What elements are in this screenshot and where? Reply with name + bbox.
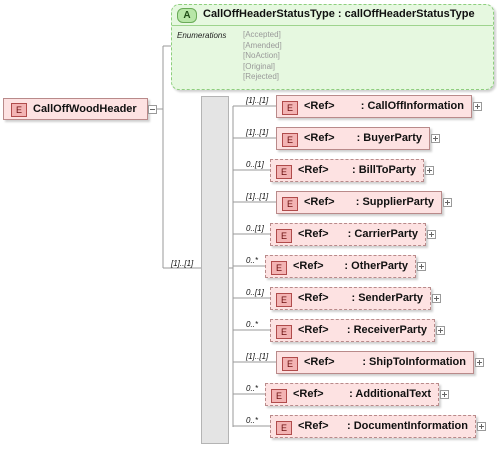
child-element-name: : BillToParty bbox=[352, 164, 416, 176]
element-badge: E bbox=[282, 101, 298, 115]
element-badge: E bbox=[276, 325, 292, 339]
ref-tag: <Ref> bbox=[304, 132, 335, 144]
child-element[interactable]: E <Ref> : ReceiverParty bbox=[270, 319, 435, 342]
expand-icon[interactable] bbox=[431, 134, 440, 143]
element-badge: E bbox=[276, 293, 292, 307]
enum-value: [Rejected] bbox=[243, 72, 280, 81]
ref-tag: <Ref> bbox=[293, 388, 324, 400]
expand-icon[interactable] bbox=[443, 198, 452, 207]
child-element[interactable]: E <Ref> : ShipToInformation bbox=[276, 351, 474, 374]
expand-icon[interactable] bbox=[417, 262, 426, 271]
expand-icon[interactable] bbox=[432, 294, 441, 303]
attribute-panel: A CallOffHeaderStatusType : callOffHeade… bbox=[171, 4, 494, 90]
expand-icon[interactable] bbox=[475, 358, 484, 367]
occurrence-label: [1]..[1] bbox=[246, 352, 269, 361]
element-badge: E bbox=[276, 421, 292, 435]
element-badge: E bbox=[271, 261, 287, 275]
child-element-name: : SupplierParty bbox=[355, 196, 434, 208]
ref-tag: <Ref> bbox=[298, 420, 329, 432]
element-badge: E bbox=[282, 197, 298, 211]
attribute-badge: A bbox=[177, 8, 197, 23]
child-element-name: : ReceiverParty bbox=[346, 324, 427, 336]
enum-value: [Original] bbox=[243, 61, 276, 71]
attribute-title[interactable]: CallOffHeaderStatusType : callOffHeaderS… bbox=[203, 8, 475, 20]
expand-icon[interactable] bbox=[425, 166, 434, 175]
occurrence-label: 0..* bbox=[246, 416, 259, 425]
ref-tag: <Ref> bbox=[298, 324, 329, 336]
element-badge: E bbox=[276, 229, 292, 243]
ref-tag: <Ref> bbox=[304, 196, 335, 208]
enum-value: [Amended] bbox=[243, 40, 282, 50]
root-element[interactable]: E CallOffWoodHeader bbox=[3, 98, 148, 120]
child-element[interactable]: E <Ref> : DocumentInformation bbox=[270, 415, 476, 438]
collapse-icon[interactable] bbox=[148, 105, 157, 114]
element-badge: E bbox=[282, 133, 298, 147]
child-element-name: : AdditionalText bbox=[349, 388, 431, 400]
attribute-header: A CallOffHeaderStatusType : callOffHeade… bbox=[172, 5, 493, 26]
enumerations-list: [Accepted] [Amended] [NoAction] [Origina… bbox=[243, 30, 282, 83]
child-element-name: : ShipToInformation bbox=[362, 356, 466, 368]
occurrence-label: 0..* bbox=[246, 384, 259, 393]
child-element[interactable]: E <Ref> : SenderParty bbox=[270, 287, 431, 310]
expand-icon[interactable] bbox=[436, 326, 445, 335]
occurrence-label: 0..[1] bbox=[246, 288, 264, 297]
ref-tag: <Ref> bbox=[298, 164, 329, 176]
child-element[interactable]: E <Ref> : OtherParty bbox=[265, 255, 416, 278]
sequence-occurrence: [1]..[1] bbox=[171, 259, 194, 268]
ref-tag: <Ref> bbox=[304, 356, 335, 368]
occurrence-label: [1]..[1] bbox=[246, 128, 269, 137]
occurrence-label: 0..[1] bbox=[246, 160, 264, 169]
element-badge: E bbox=[271, 389, 287, 403]
child-element-name: : BuyerParty bbox=[356, 132, 422, 144]
ref-tag: <Ref> bbox=[304, 100, 335, 112]
child-element[interactable]: E <Ref> : CallOffInformation bbox=[276, 95, 472, 118]
enum-value: [NoAction] bbox=[243, 51, 280, 60]
child-element[interactable]: E <Ref> : BuyerParty bbox=[276, 127, 430, 150]
child-element-name: : OtherParty bbox=[344, 260, 408, 272]
occurrence-label: 0..* bbox=[246, 320, 259, 329]
child-element-name: : CarrierParty bbox=[347, 228, 418, 240]
element-badge: E bbox=[282, 357, 298, 371]
root-element-label: CallOffWoodHeader bbox=[33, 103, 137, 115]
sequence-compositor[interactable] bbox=[201, 96, 229, 444]
child-element[interactable]: E <Ref> : BillToParty bbox=[270, 159, 424, 182]
child-element-name: : SenderParty bbox=[351, 292, 423, 304]
child-element[interactable]: E <Ref> : CarrierParty bbox=[270, 223, 426, 246]
ref-tag: <Ref> bbox=[298, 228, 329, 240]
child-element-name: : DocumentInformation bbox=[347, 420, 468, 432]
expand-icon[interactable] bbox=[473, 102, 482, 111]
element-badge: E bbox=[276, 165, 292, 179]
enumerations-label: Enumerations bbox=[177, 31, 227, 40]
child-element-name: : CallOffInformation bbox=[360, 100, 464, 112]
enum-value: [Accepted] bbox=[243, 30, 281, 39]
occurrence-label: 0..[1] bbox=[246, 224, 264, 233]
occurrence-label: [1]..[1] bbox=[246, 96, 269, 105]
ref-tag: <Ref> bbox=[293, 260, 324, 272]
expand-icon[interactable] bbox=[440, 390, 449, 399]
expand-icon[interactable] bbox=[477, 422, 486, 431]
occurrence-label: [1]..[1] bbox=[246, 192, 269, 201]
occurrence-label: 0..* bbox=[246, 256, 259, 265]
ref-tag: <Ref> bbox=[298, 292, 329, 304]
child-element[interactable]: E <Ref> : AdditionalText bbox=[265, 383, 439, 406]
expand-icon[interactable] bbox=[427, 230, 436, 239]
child-element[interactable]: E <Ref> : SupplierParty bbox=[276, 191, 442, 214]
element-badge: E bbox=[11, 103, 27, 117]
